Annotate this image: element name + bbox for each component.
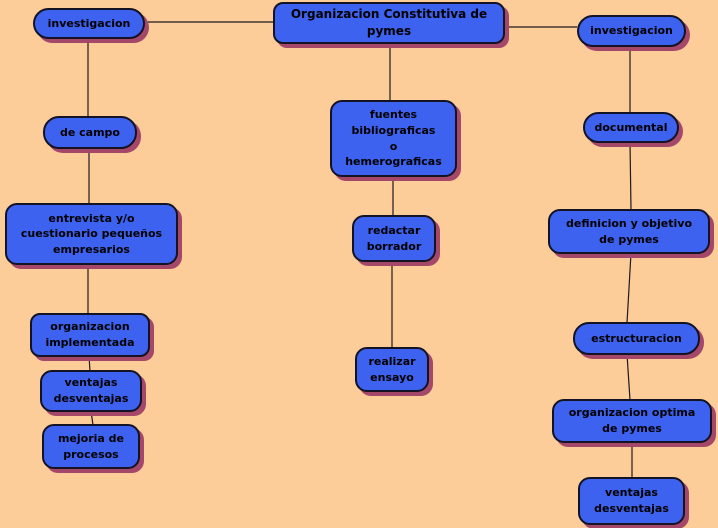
node-de-campo[interactable]: de campo <box>43 116 137 149</box>
node-investigacion-left[interactable]: investigacion <box>33 8 145 39</box>
node-fuentes-bibliograficas[interactable]: fuentes bibliograficas o hemerograficas <box>330 100 457 177</box>
edge-ventajas-mejoria <box>90 410 94 426</box>
node-entrevista-cuestionario[interactable]: entrevista y/o cuestionario pequeños emp… <box>5 203 178 265</box>
edge-documental-definicion <box>629 141 632 211</box>
node-redactar-borrador[interactable]: redactar borrador <box>352 215 436 262</box>
node-ventajas-desventajas-left[interactable]: ventajas desventajas <box>40 370 142 412</box>
node-organizacion-constitutiva[interactable]: Organizacion Constitutiva de pymes <box>273 2 505 44</box>
node-mejoria-de-procesos[interactable]: mejoria de procesos <box>42 424 140 469</box>
edge-org-implementada-ventajas <box>88 355 91 372</box>
edge-estructuracion-org-optima <box>626 353 631 401</box>
node-realizar-ensayo[interactable]: realizar ensayo <box>355 347 429 392</box>
edge-definicion-estructuracion <box>626 252 632 324</box>
node-documental[interactable]: documental <box>583 112 679 143</box>
node-organizacion-implementada[interactable]: organizacion implementada <box>30 313 150 357</box>
node-organizacion-optima-pymes[interactable]: organizacion optima de pymes <box>552 399 712 443</box>
node-ventajas-desventajas-right[interactable]: ventajas desventajas <box>578 477 685 525</box>
node-definicion-objetivo-pymes[interactable]: definicion y objetivo de pymes <box>548 209 710 254</box>
node-estructuracion[interactable]: estructuracion <box>573 322 700 355</box>
node-investigacion-right[interactable]: investigacion <box>577 15 686 47</box>
